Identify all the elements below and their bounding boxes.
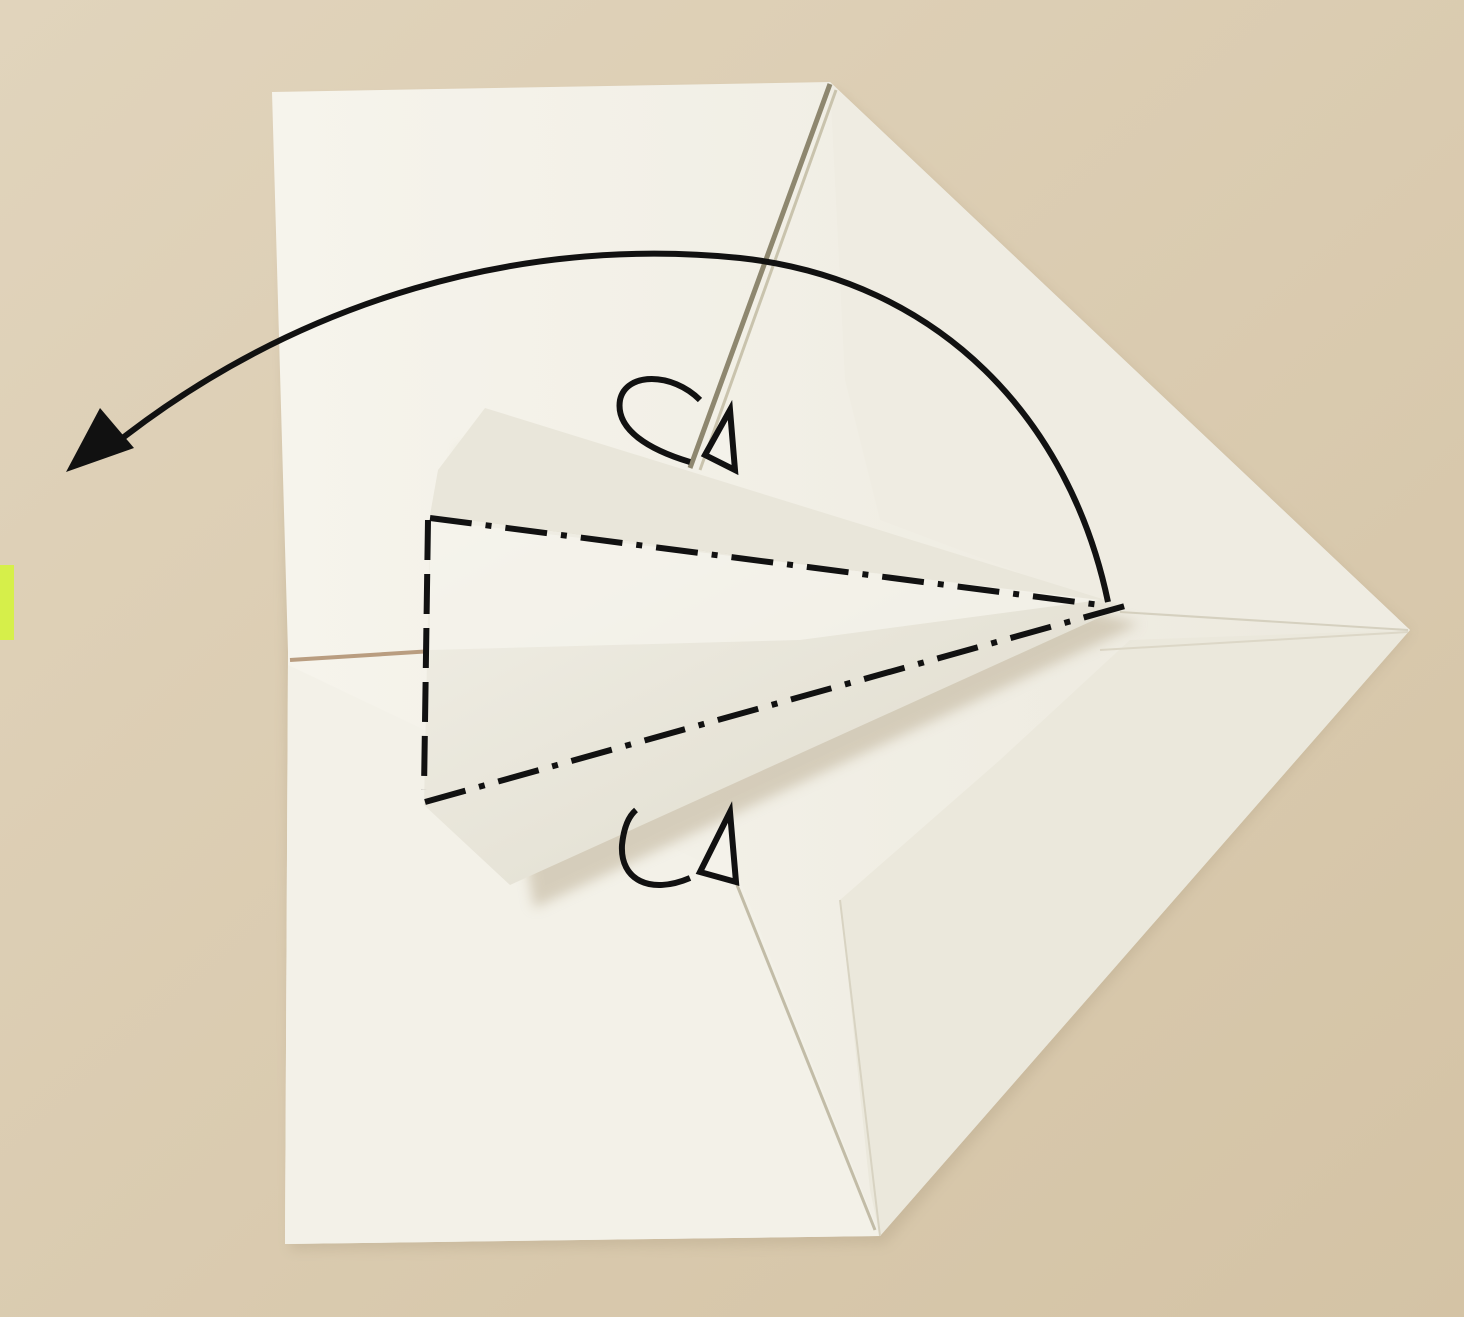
edge-marker — [0, 565, 14, 640]
